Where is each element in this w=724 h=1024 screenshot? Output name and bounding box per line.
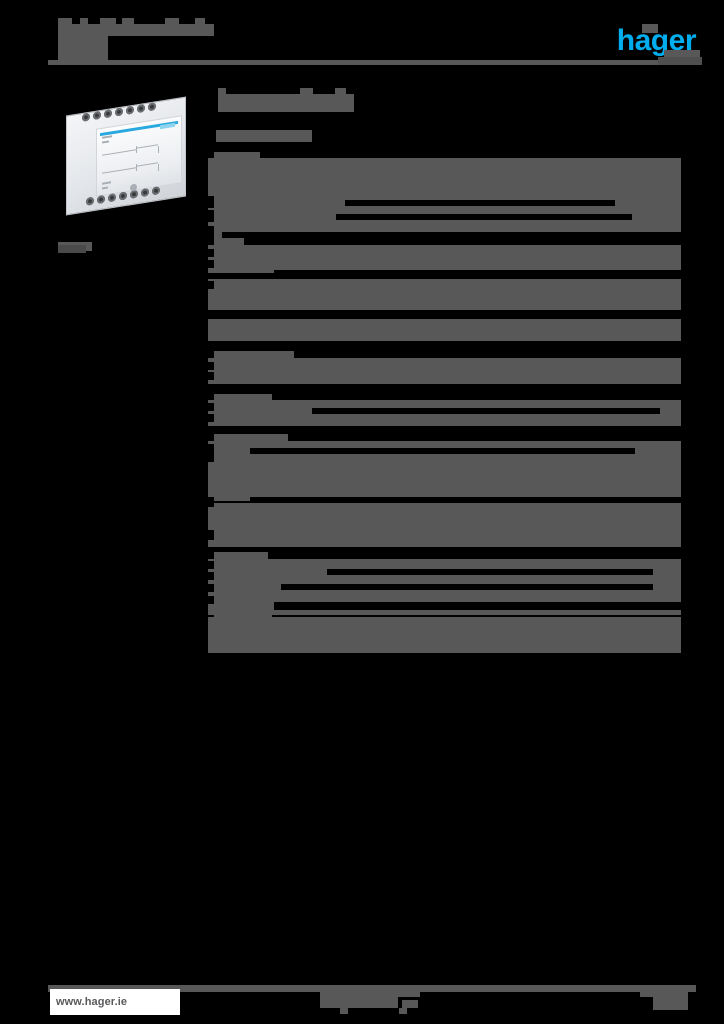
- heading-redaction: [218, 88, 226, 95]
- table-label-gap: [208, 572, 214, 580]
- table-group-block: [208, 158, 681, 238]
- logo-redaction: [658, 57, 702, 65]
- table-label-gap: [208, 210, 214, 222]
- table-leader: [250, 497, 681, 503]
- logo-redaction: [664, 50, 700, 59]
- table-label-gap: [208, 226, 214, 238]
- header-title-redaction: [80, 18, 88, 25]
- header-title-redaction: [122, 18, 134, 25]
- header-title-redaction: [58, 18, 72, 25]
- header-divider: [48, 60, 696, 65]
- footer-center-redaction: [340, 1008, 348, 1014]
- header-title-redaction: [165, 18, 179, 25]
- table-leader: [322, 312, 681, 318]
- table-leader: [274, 602, 681, 610]
- table-label-gap: [208, 584, 214, 592]
- table-label-gap: [208, 530, 214, 540]
- table-group-header: [214, 434, 288, 441]
- footer-page-number-redaction: [640, 988, 688, 997]
- device-schematic-line: [158, 145, 159, 154]
- product-image: [56, 94, 202, 224]
- heading-redaction: [300, 88, 313, 95]
- heading-redaction: [218, 94, 354, 112]
- product-caption-redaction2: [58, 245, 86, 253]
- table-group-header: [214, 552, 268, 559]
- footer-center-redaction: [399, 1008, 407, 1014]
- header-subtitle-redaction: [58, 36, 108, 60]
- table-label-gap: [208, 414, 214, 422]
- footer-center-redaction: [402, 1000, 418, 1008]
- footer-website-link[interactable]: www.hager.ie: [56, 996, 128, 1008]
- footer-center-redaction: [320, 997, 398, 1008]
- table-group-header: [214, 238, 244, 245]
- table-group-block: [208, 358, 681, 384]
- table-leader: [274, 270, 681, 276]
- table-group-header: [214, 351, 294, 358]
- table-group-header: [214, 152, 260, 159]
- table-label-gap: [208, 596, 214, 604]
- table-group-block: [208, 319, 681, 341]
- table-label-gap: [208, 452, 214, 462]
- table-label-gap: [208, 281, 214, 289]
- table-label-gap: [208, 196, 214, 208]
- header-title-redaction: [195, 18, 205, 25]
- table-label-gap: [208, 403, 214, 411]
- table-group-block: [208, 245, 681, 273]
- content-subheading-redaction: [216, 130, 312, 142]
- table-row-gap: [222, 232, 681, 238]
- table-leader: [327, 569, 653, 575]
- table-label-gap: [208, 444, 214, 452]
- table-group-block: [208, 617, 681, 653]
- table-label-gap: [208, 372, 214, 380]
- logo-redaction: [642, 24, 658, 33]
- footer-website-box: [50, 989, 180, 1015]
- table-group-header: [214, 394, 272, 401]
- heading-redaction: [335, 88, 346, 95]
- table-label-gap: [208, 497, 214, 507]
- table-group-block: [208, 503, 681, 547]
- header-title-redaction: [100, 18, 116, 25]
- header-title-redaction: [58, 24, 214, 36]
- table-leader: [312, 408, 660, 414]
- table-leader: [336, 214, 632, 220]
- table-leader: [345, 200, 615, 206]
- table-label-gap: [208, 249, 214, 257]
- device-schematic-line: [158, 163, 159, 172]
- table-leader: [250, 448, 635, 454]
- table-leader: [281, 584, 653, 590]
- table-group-header: [214, 611, 272, 618]
- table-label-gap: [208, 362, 214, 370]
- footer-page-number-redaction: [653, 997, 688, 1010]
- table-label-gap: [208, 561, 214, 569]
- footer-center-redaction: [320, 988, 420, 997]
- table-label-gap: [208, 260, 214, 268]
- table-group-block: [208, 279, 681, 310]
